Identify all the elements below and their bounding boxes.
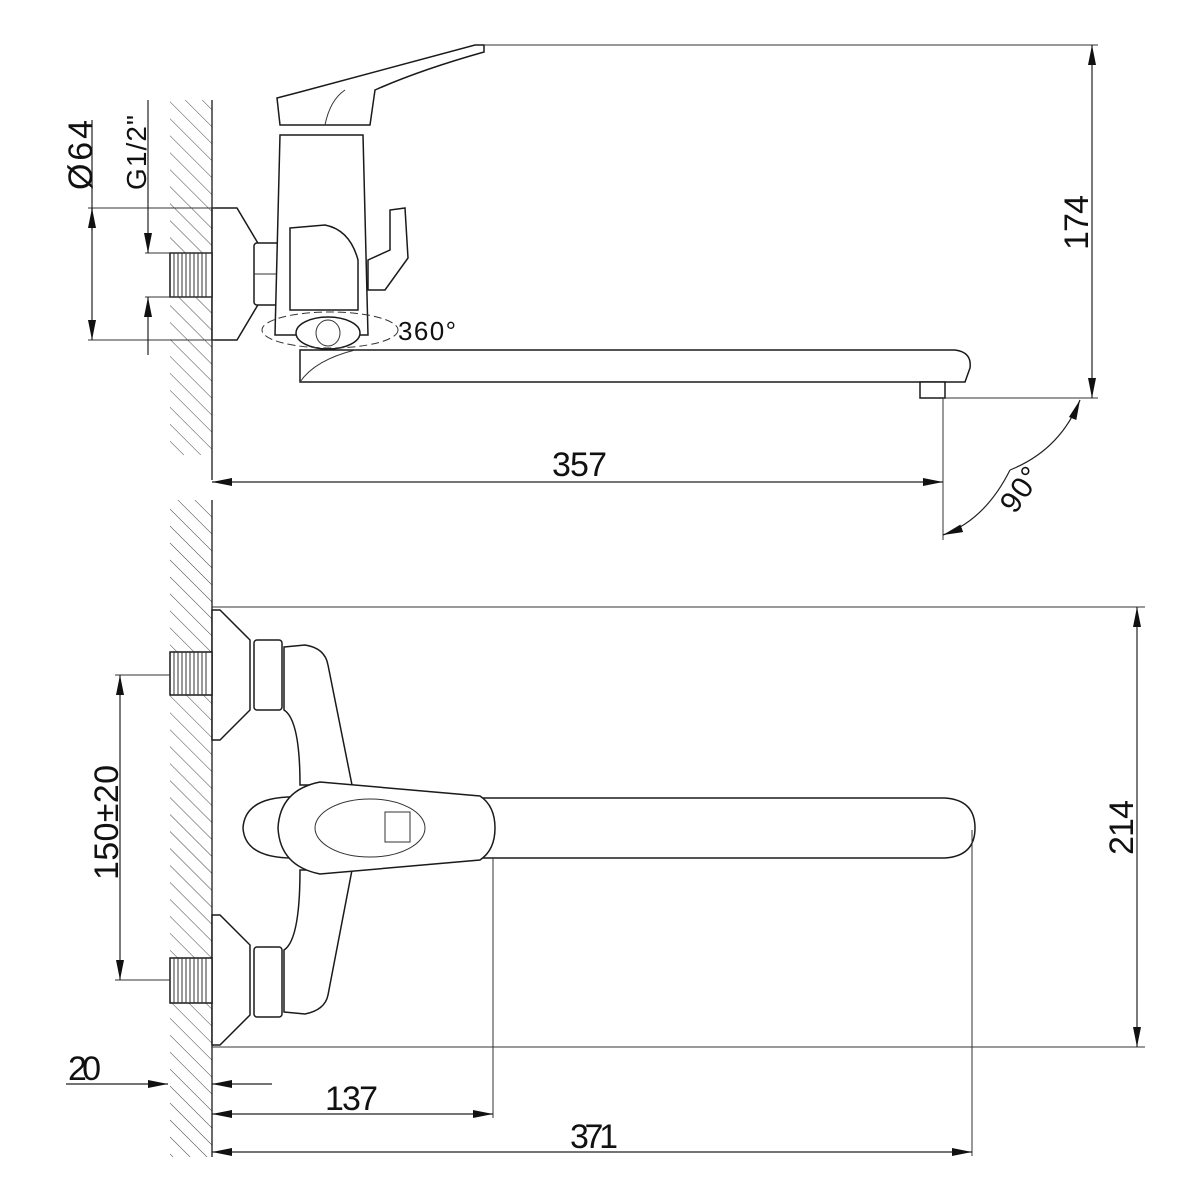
lever-handle — [276, 44, 485, 126]
lever-cap — [384, 811, 411, 843]
rotation-arc — [1009, 399, 1081, 471]
swivel-ring — [295, 316, 361, 350]
front-height-label: 214 — [1103, 800, 1141, 855]
front-view: 150±20 214 20 137 371 — [66, 500, 1145, 1157]
lower-flange — [211, 914, 251, 1046]
aerator — [919, 381, 946, 399]
swivel-label: 360° — [398, 316, 456, 346]
height-label: 174 — [1058, 195, 1096, 250]
rotation-label: 90° — [994, 461, 1049, 519]
wall-offset-label: 20 — [68, 1050, 101, 1088]
side-view: Ø64 G1/2" 360° 174 357 90° — [62, 44, 1098, 540]
wall-hatch-bottom — [170, 500, 212, 1157]
lever-top — [277, 781, 496, 875]
body-depth-label: 137 — [325, 1080, 378, 1118]
lower-arm — [283, 869, 353, 1015]
spout-top — [479, 797, 976, 859]
swivel-rotation-ellipse — [261, 311, 399, 349]
lower-nut — [253, 946, 283, 1018]
lower-thread — [169, 957, 213, 1004]
spout — [299, 349, 971, 383]
upper-flange — [211, 609, 251, 741]
thread-label: G1/2" — [121, 115, 152, 190]
lever-clip — [367, 207, 409, 291]
reach-label: 357 — [552, 446, 607, 484]
total-length-label: 371 — [570, 1118, 618, 1156]
diameter-label: Ø64 — [62, 120, 100, 190]
upper-arm — [283, 644, 353, 786]
upper-nut — [253, 639, 283, 711]
threaded-inlet — [169, 252, 213, 298]
inlet-spacing-label: 150±20 — [88, 765, 126, 880]
upper-thread — [169, 651, 213, 696]
diverter-knob — [289, 224, 359, 311]
